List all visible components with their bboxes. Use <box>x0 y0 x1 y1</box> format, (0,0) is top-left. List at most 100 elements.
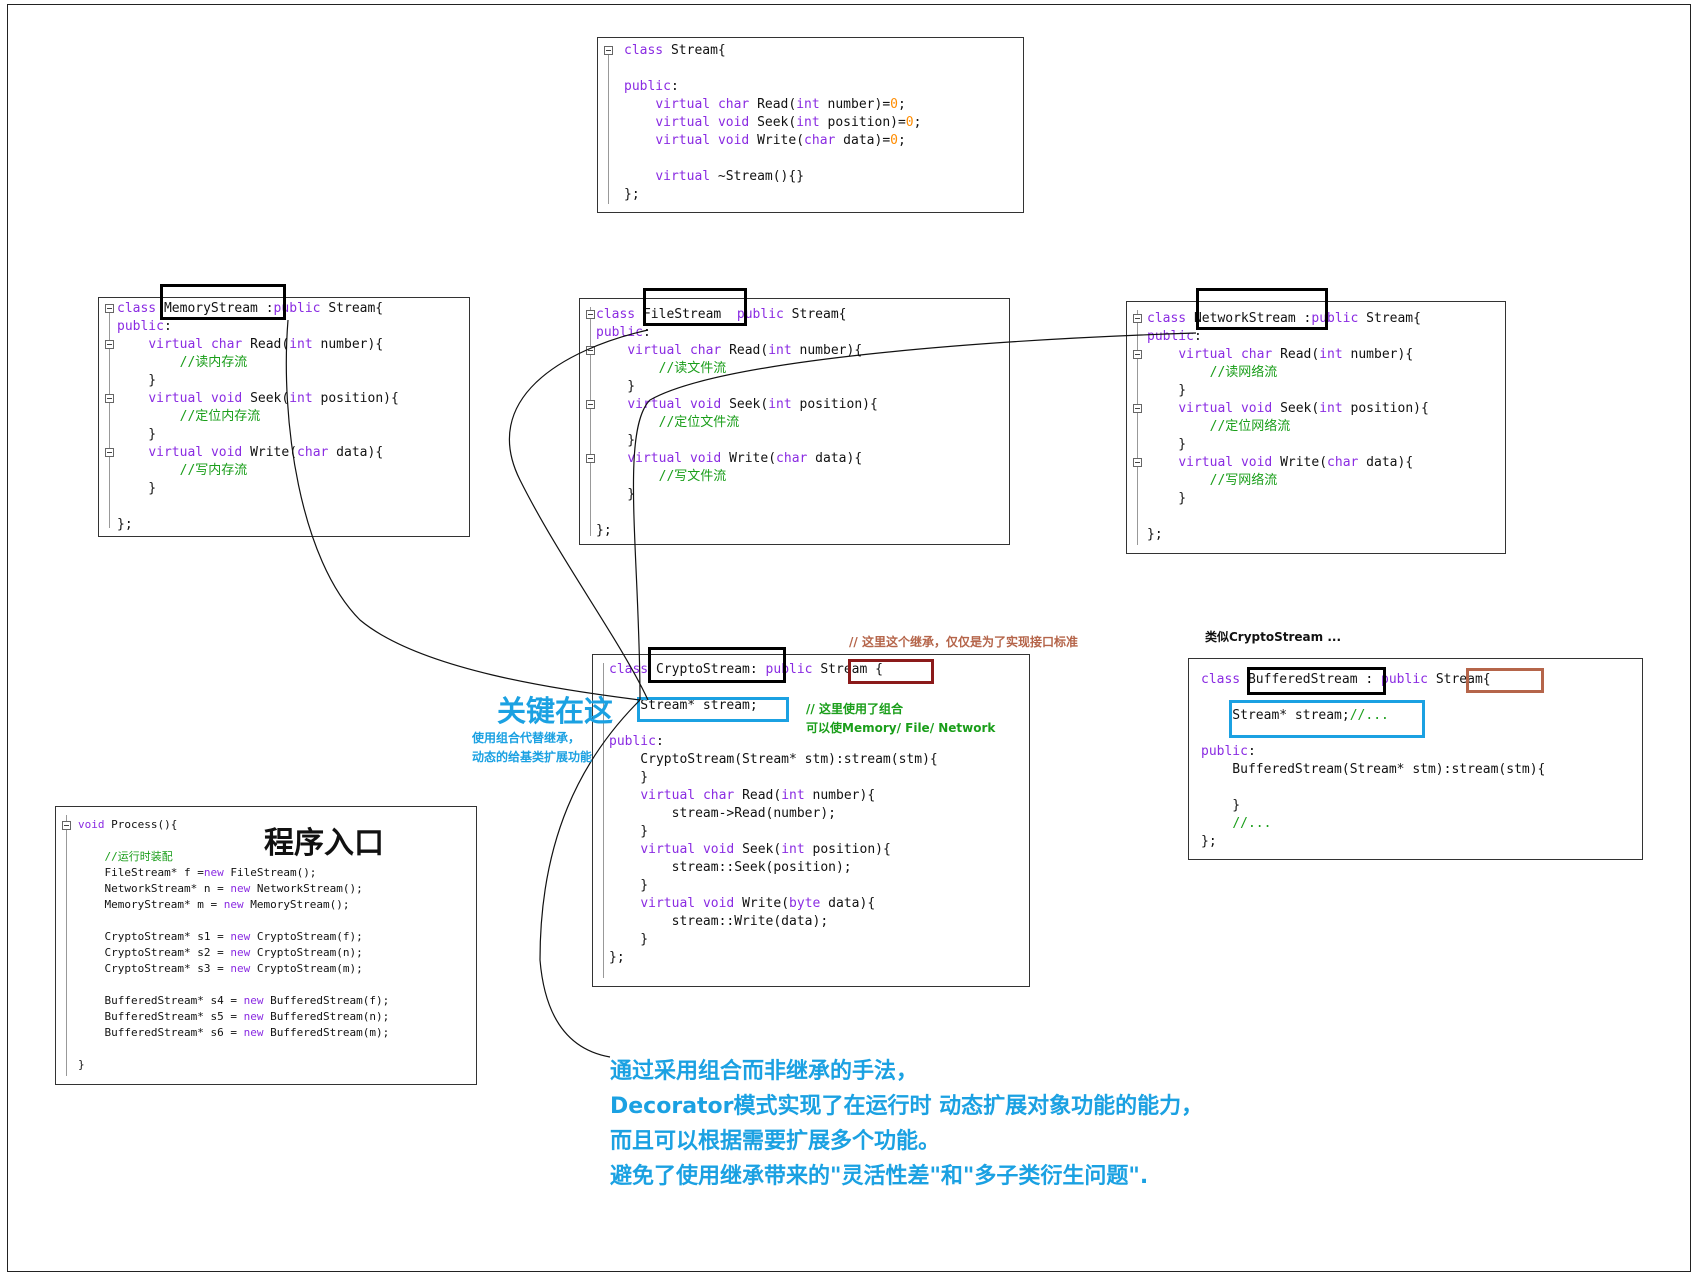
summary-line-3: 而且可以根据需要扩展多个功能。 <box>610 1129 941 1154</box>
fold-toggle-icon[interactable] <box>586 454 595 463</box>
fold-toggle-icon[interactable] <box>62 821 71 830</box>
fold-toggle-icon[interactable] <box>105 394 114 403</box>
code-line: }; <box>1147 527 1163 542</box>
key-title: 关键在这 <box>497 694 614 728</box>
code-line: virtual void Write(byte data){ <box>640 896 876 911</box>
memory-stream-box: class MemoryStream :public Stream{public… <box>98 297 470 537</box>
code-line: //定位网络流 <box>1209 419 1291 434</box>
code-line: }; <box>1201 834 1217 849</box>
code-line: } <box>609 824 649 839</box>
code-line: } <box>609 932 649 947</box>
fold-toggle-icon[interactable] <box>1133 404 1142 413</box>
code-line: virtual ~Stream(){} <box>655 169 805 184</box>
code-line: } <box>1147 491 1187 506</box>
bufferedstream-highlight <box>1247 667 1386 695</box>
code-line: NetworkStream* n = new NetworkStream(); <box>78 882 363 895</box>
stream-class-box: class Stream{public: virtual char Read(i… <box>597 37 1024 213</box>
code-line: virtual void Seek(int position)=0; <box>655 115 922 130</box>
code-line: virtual void Seek(int position){ <box>148 391 399 406</box>
code-line: virtual void Seek(int position){ <box>640 842 891 857</box>
fold-toggle-icon[interactable] <box>1133 458 1142 467</box>
code-line: BufferedStream* s6 = new BufferedStream(… <box>78 1026 390 1039</box>
code-line: stream::Seek(position); <box>609 860 852 875</box>
code-line: } <box>117 373 157 388</box>
stream-member-highlight <box>637 697 789 722</box>
code-line: }; <box>117 517 133 532</box>
code-line: } <box>1201 798 1241 813</box>
process-box: void Process(){ //运行时装配 FileStream* f =n… <box>55 806 477 1085</box>
filestream-highlight <box>643 288 747 326</box>
fold-toggle-icon[interactable] <box>586 310 595 319</box>
code-line: //读内存流 <box>179 355 248 370</box>
code-line: void Process(){ <box>78 818 178 831</box>
code-line: //写文件流 <box>658 469 727 484</box>
code-line: }; <box>624 187 640 202</box>
code-line: CryptoStream* s1 = new CryptoStream(f); <box>78 930 363 943</box>
code-line: BufferedStream* s4 = new BufferedStream(… <box>78 994 390 1007</box>
summary-text: 通过采用组合而非继承的手法， Decorator模式实现了在运行时 动态扩展对象… <box>610 1054 1203 1194</box>
code-line: virtual void Write(char data)=0; <box>655 133 906 148</box>
fold-toggle-icon[interactable] <box>105 340 114 349</box>
code-line: virtual char Read(int number)=0; <box>655 97 906 112</box>
buffered-base-highlight <box>1466 668 1544 693</box>
code-line: } <box>117 481 157 496</box>
code-line: BufferedStream(Stream* stm):stream(stm){ <box>1201 762 1546 777</box>
inherit-note: // 这里这个继承，仅仅是为了实现接口标准 <box>849 635 1078 649</box>
fold-toggle-icon[interactable] <box>1133 314 1142 323</box>
buffered-member-highlight <box>1229 700 1425 738</box>
summary-line-2: Decorator模式实现了在运行时 动态扩展对象功能的能力， <box>610 1094 1204 1119</box>
fold-toggle-icon[interactable] <box>1133 350 1142 359</box>
code-line: class BufferedStream : public Stream{ <box>1201 672 1491 687</box>
code-line: }; <box>609 950 625 965</box>
code-line: //写网络流 <box>1209 473 1278 488</box>
code-line: virtual char Read(int number){ <box>640 788 876 803</box>
code-line: } <box>596 379 636 394</box>
code-line: class Stream{ <box>624 43 726 58</box>
code-line: virtual void Write(char data){ <box>1178 455 1414 470</box>
file-stream-box: class FileStream public Stream{ public: v… <box>579 298 1010 545</box>
outer-frame <box>7 4 1691 1272</box>
memorystream-highlight <box>160 284 286 320</box>
code-line: //读网络流 <box>1209 365 1278 380</box>
code-line: //定位文件流 <box>658 415 740 430</box>
code-line: CryptoStream* s2 = new CryptoStream(n); <box>78 946 363 959</box>
code-line: CryptoStream* s3 = new CryptoStream(m); <box>78 962 363 975</box>
code-line: virtual char Read(int number){ <box>148 337 384 352</box>
key-sub2: 动态的给基类扩展功能 <box>472 750 593 764</box>
summary-line-4: 避免了使用继承带来的"灵活性差"和"多子类衍生问题". <box>610 1164 1149 1189</box>
code-line: Stream* stream; <box>609 698 758 713</box>
code-line: virtual void Seek(int position){ <box>627 397 878 412</box>
code-line: } <box>1147 383 1187 398</box>
code-line: MemoryStream* m = new MemoryStream(); <box>78 898 350 911</box>
fold-toggle-icon[interactable] <box>105 304 114 313</box>
code-line: class FileStream public Stream{ <box>596 307 847 322</box>
code-line: BufferedStream* s5 = new BufferedStream(… <box>78 1010 390 1023</box>
code-line: } <box>609 878 649 893</box>
code-line: }; <box>596 523 612 538</box>
buffered-stream-box: class BufferedStream : public Stream{ St… <box>1188 658 1643 860</box>
code-line: virtual char Read(int number){ <box>627 343 863 358</box>
fold-toggle-icon[interactable] <box>586 346 595 355</box>
compose-note2: 可以使Memory/ File/ Network <box>806 721 996 735</box>
code-line: public: <box>596 325 651 340</box>
code-line: } <box>78 1058 85 1071</box>
code-line: class NetworkStream :public Stream{ <box>1147 311 1421 326</box>
code-line: } <box>596 433 636 448</box>
fold-toggle-icon[interactable] <box>586 400 595 409</box>
code-line: } <box>596 487 636 502</box>
code-line: virtual void Seek(int position){ <box>1178 401 1429 416</box>
code-line: stream::Write(data); <box>609 914 829 929</box>
fold-toggle-icon[interactable] <box>604 46 613 55</box>
compose-note1: // 这里使用了组合 <box>806 702 903 716</box>
code-line: FileStream* f =new FileStream(); <box>78 866 317 879</box>
stream-base-highlight <box>848 659 934 684</box>
code-line: } <box>1147 437 1187 452</box>
code-line: //写内存流 <box>179 463 248 478</box>
network-stream-box: class NetworkStream :public Stream{publi… <box>1126 301 1506 554</box>
process-title: 程序入口 <box>264 826 384 861</box>
code-line: //... <box>1232 816 1272 831</box>
similar-note: 类似CryptoStream ... <box>1205 630 1342 644</box>
code-line: } <box>117 427 157 442</box>
fold-toggle-icon[interactable] <box>105 448 114 457</box>
